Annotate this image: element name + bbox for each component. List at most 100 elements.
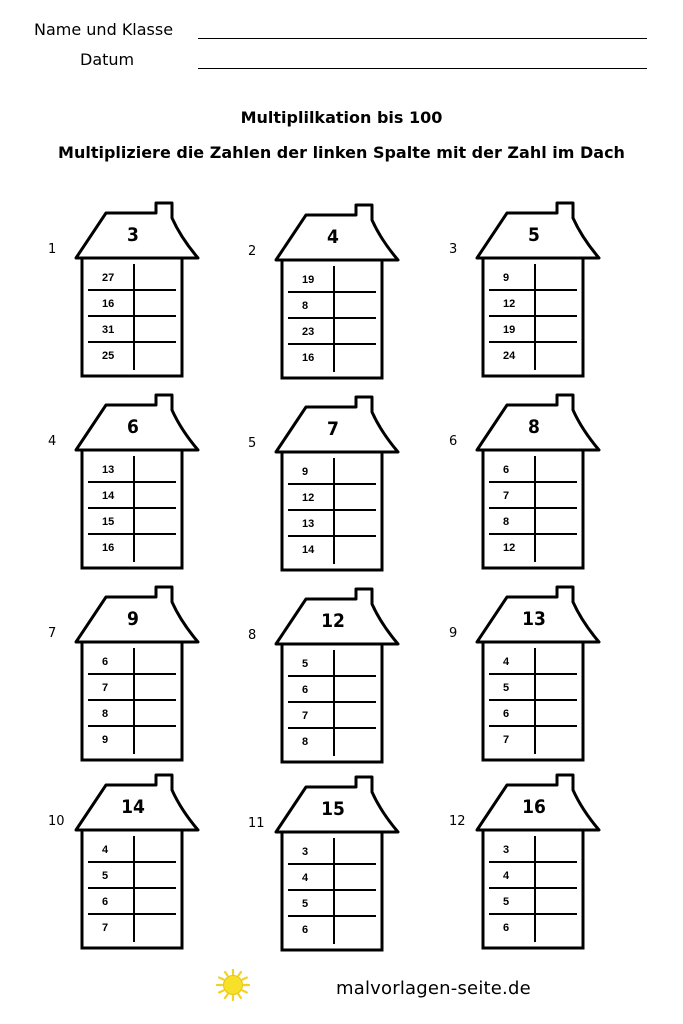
- factor-cell: 3: [503, 844, 510, 856]
- sun-ray: [223, 993, 229, 1000]
- answer-cell[interactable]: [338, 346, 376, 368]
- answer-cell[interactable]: [138, 484, 176, 506]
- factor-cell: 16: [302, 352, 315, 364]
- sun-icon: [215, 968, 251, 1002]
- answer-cell[interactable]: [539, 728, 577, 750]
- sun-ray: [218, 976, 225, 981]
- answer-cell[interactable]: [138, 536, 176, 558]
- worksheet-title: Multiplilkation bis 100: [240, 108, 443, 127]
- answer-cell[interactable]: [539, 536, 577, 558]
- answer-cell[interactable]: [338, 486, 376, 508]
- answer-cell[interactable]: [138, 318, 176, 340]
- answer-cell[interactable]: [138, 266, 176, 288]
- answer-cell[interactable]: [338, 866, 376, 888]
- worksheet-instruction: Multipliziere die Zahlen der linken Spal…: [58, 143, 625, 162]
- sun-ray: [218, 989, 225, 994]
- factor-cell: 15: [102, 516, 115, 528]
- factor-cell: 24: [503, 350, 516, 362]
- answer-cell[interactable]: [138, 728, 176, 750]
- house-body: [481, 448, 585, 570]
- answer-cell[interactable]: [338, 892, 376, 914]
- answer-cell[interactable]: [539, 864, 577, 886]
- factor-cell: 4: [302, 872, 309, 884]
- factor-cell: 5: [503, 896, 510, 908]
- answer-cell[interactable]: [138, 458, 176, 480]
- house-outline: [475, 201, 601, 378]
- answer-cell[interactable]: [138, 890, 176, 912]
- factor-cell: 8: [302, 300, 309, 312]
- factor-cell: 16: [102, 542, 115, 554]
- factor-cell: 23: [302, 326, 315, 338]
- name-class-label: Name und Klasse: [34, 20, 174, 39]
- factor-cell: 5: [102, 870, 109, 882]
- house-body: [80, 828, 184, 950]
- roof: [475, 393, 601, 452]
- answer-cell[interactable]: [539, 890, 577, 912]
- answer-cell[interactable]: [539, 702, 577, 724]
- roof-multiplier: 5: [528, 224, 540, 246]
- answer-cell[interactable]: [539, 292, 577, 314]
- answer-cell[interactable]: [338, 918, 376, 940]
- answer-cell[interactable]: [138, 650, 176, 672]
- roof-multiplier: 7: [327, 418, 339, 440]
- factor-cell: 6: [503, 708, 510, 720]
- factor-cell: 14: [302, 544, 315, 556]
- factor-cell: 7: [302, 710, 309, 722]
- factor-cell: 16: [102, 298, 115, 310]
- answer-cell[interactable]: [539, 838, 577, 860]
- answer-cell[interactable]: [338, 704, 376, 726]
- answer-cell[interactable]: [138, 510, 176, 532]
- answer-cell[interactable]: [138, 292, 176, 314]
- factor-cell: 12: [503, 542, 516, 554]
- factor-cell: 3: [302, 846, 309, 858]
- answer-cell[interactable]: [338, 294, 376, 316]
- answer-cell[interactable]: [338, 730, 376, 752]
- answer-cell[interactable]: [539, 318, 577, 340]
- answer-cell[interactable]: [539, 510, 577, 532]
- answer-cell[interactable]: [138, 916, 176, 938]
- factor-cell: 6: [102, 656, 109, 668]
- factor-cell: 7: [102, 922, 109, 934]
- answer-cell[interactable]: [539, 266, 577, 288]
- sun-ray: [241, 976, 248, 981]
- factor-cell: 6: [302, 684, 309, 696]
- factor-cell: 12: [302, 492, 315, 504]
- house-body: [280, 258, 384, 380]
- answer-cell[interactable]: [539, 916, 577, 938]
- answer-cell[interactable]: [539, 344, 577, 366]
- footer-website: malvorlagen-seite.de: [336, 978, 531, 999]
- answer-cell[interactable]: [539, 484, 577, 506]
- answer-cell[interactable]: [138, 676, 176, 698]
- factor-cell: 6: [302, 924, 309, 936]
- house-outline: [274, 395, 400, 572]
- answer-cell[interactable]: [539, 676, 577, 698]
- answer-cell[interactable]: [138, 838, 176, 860]
- house-index-label: 5: [248, 436, 257, 451]
- answer-cell[interactable]: [338, 268, 376, 290]
- answer-cell[interactable]: [338, 538, 376, 560]
- date-answer-line[interactable]: [198, 68, 647, 69]
- factor-cell: 8: [102, 708, 109, 720]
- answer-cell[interactable]: [138, 864, 176, 886]
- factor-cell: 9: [503, 272, 510, 284]
- answer-cell[interactable]: [338, 840, 376, 862]
- factor-cell: 9: [302, 466, 309, 478]
- sun-ray: [223, 970, 229, 977]
- name-class-answer-line[interactable]: [198, 38, 647, 39]
- roof-multiplier: 14: [121, 796, 145, 818]
- answer-cell[interactable]: [539, 458, 577, 480]
- roof-multiplier: 8: [528, 416, 540, 438]
- answer-cell[interactable]: [539, 650, 577, 672]
- answer-cell[interactable]: [138, 702, 176, 724]
- answer-cell[interactable]: [338, 460, 376, 482]
- answer-cell[interactable]: [338, 512, 376, 534]
- factor-cell: 6: [102, 896, 109, 908]
- factor-cell: 5: [302, 898, 309, 910]
- answer-cell[interactable]: [338, 678, 376, 700]
- answer-cell[interactable]: [338, 320, 376, 342]
- answer-cell[interactable]: [338, 652, 376, 674]
- factor-cell: 9: [102, 734, 109, 746]
- factor-cell: 7: [503, 734, 510, 746]
- answer-cell[interactable]: [138, 344, 176, 366]
